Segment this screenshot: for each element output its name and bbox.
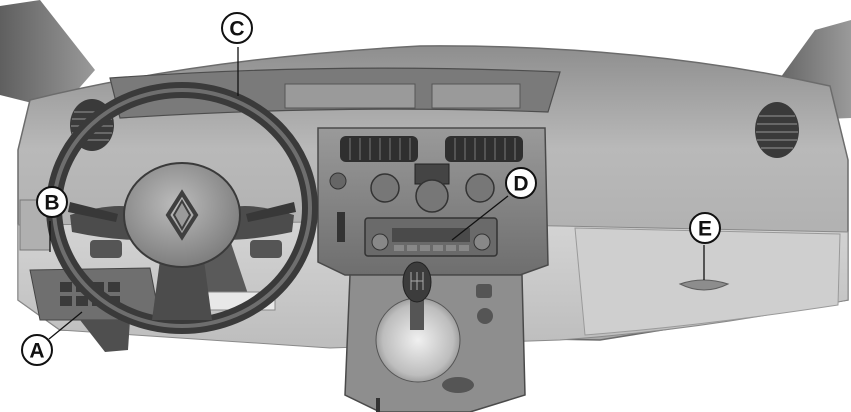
radio-knob-right[interactable] [473,233,491,251]
left-a-pillar [0,0,95,110]
hazard-button[interactable] [329,172,347,190]
radio-knob-left[interactable] [371,233,389,251]
card-slot[interactable] [337,212,345,242]
radio-display [392,228,470,242]
climate-knob-centre[interactable] [415,179,449,213]
callout-e-label: E [698,218,712,241]
callout-d-label: D [513,173,528,196]
centre-air-vent-left[interactable] [340,136,418,162]
console-switch-upper[interactable] [476,284,492,298]
callout-a-label: A [29,340,44,363]
centre-air-vent-right[interactable] [445,136,523,162]
callout-c-label: C [229,18,244,41]
pedal-area [80,320,130,352]
climate-knob-right[interactable] [465,173,495,203]
console-base-control[interactable] [442,377,474,393]
right-stalk[interactable] [246,202,296,222]
callout-a: A [21,334,53,366]
left-stalk[interactable] [68,202,118,222]
renault-diamond-icon [165,189,199,241]
callout-e: E [689,212,721,244]
callout-c: C [221,12,253,44]
central-display-right [431,83,521,109]
callout-b-label: B [44,192,59,215]
climate-knob-left[interactable] [370,173,400,203]
callout-b: B [36,186,68,218]
callout-d: D [505,167,537,199]
glovebox-handle[interactable] [678,279,730,291]
central-display-left [284,83,416,109]
console-switch-lower[interactable] [477,308,493,324]
right-air-vent[interactable] [755,102,799,158]
callout-leaders [48,47,705,340]
right-wheel-controls[interactable] [250,240,282,258]
radio-preset-buttons[interactable] [394,245,469,251]
left-wheel-controls[interactable] [90,240,122,258]
gear-pattern [410,272,424,290]
